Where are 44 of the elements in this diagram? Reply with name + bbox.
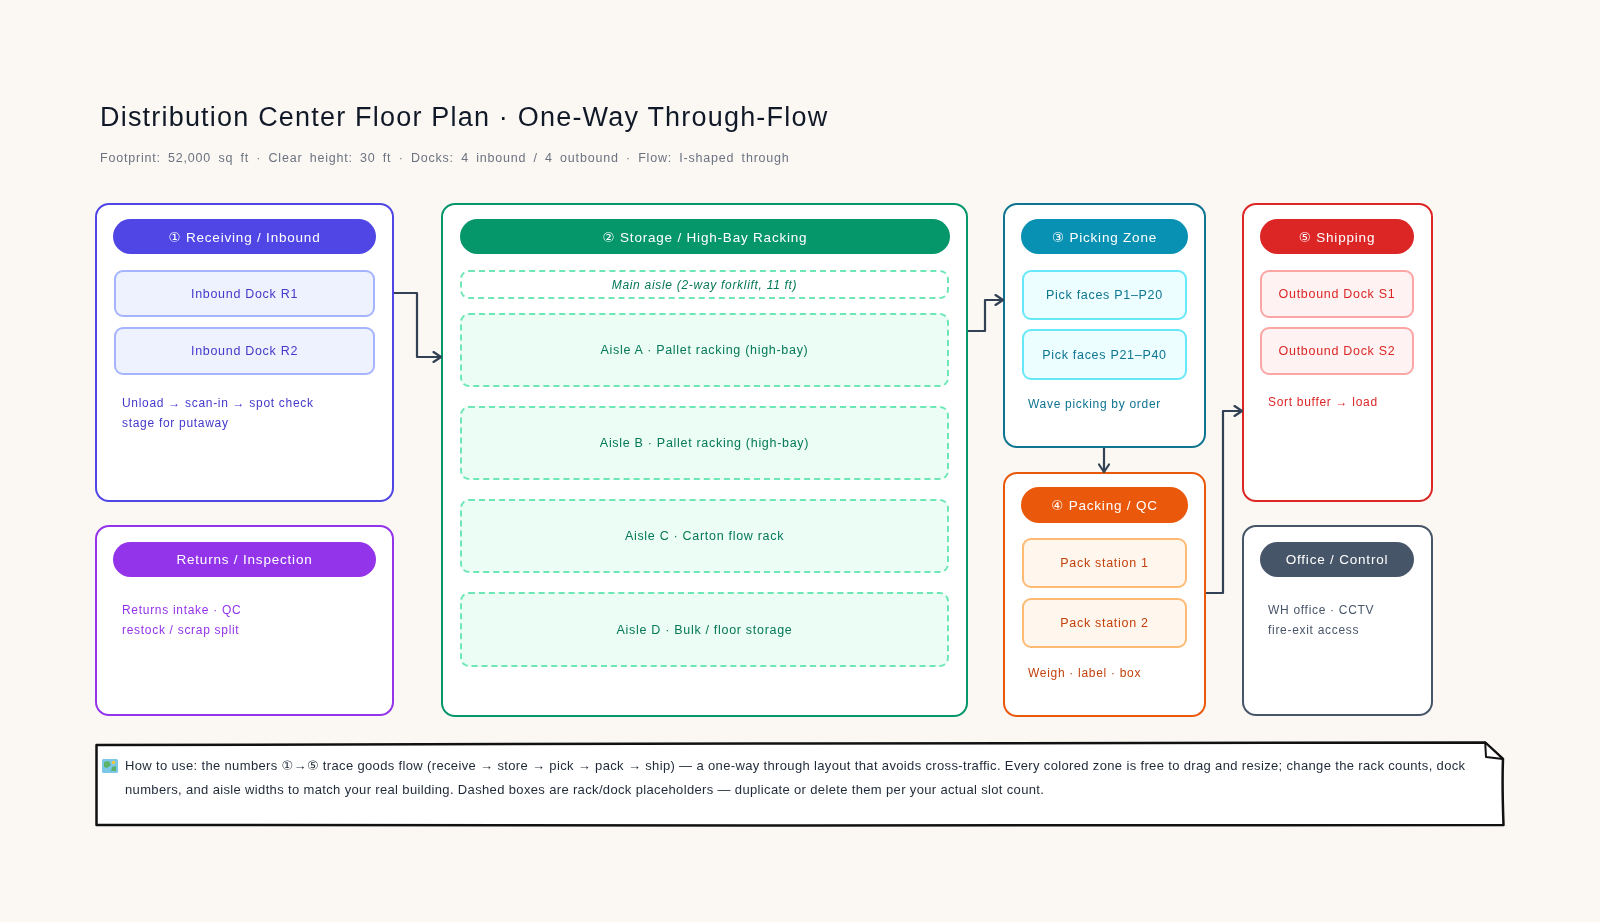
plan-summary: Footprint: 52,000 sq ft · Clear height: 30 ft · Docks: 4 inbound / 4 outbound · Flow: I-shaped through xyxy=(100,150,790,166)
zone-panel xyxy=(1242,525,1433,716)
zone-panel xyxy=(95,203,394,502)
zone-note: stage for putaway xyxy=(122,415,229,432)
pack-station: Pack station 1 xyxy=(1022,538,1187,588)
zone-header: ⑤ Shipping xyxy=(1260,219,1414,254)
zone-panel xyxy=(1003,203,1206,448)
flow-arrow xyxy=(1097,448,1111,474)
rack-aisle-area: Aisle B · Pallet racking (high-bay) xyxy=(460,406,949,480)
zone-note: Returns intake · QC xyxy=(122,602,242,619)
zone-note: WH office · CCTV xyxy=(1268,602,1375,619)
rack-aisle-area: Aisle D · Bulk / floor storage xyxy=(460,592,949,667)
zone-header: ② Storage / High-Bay Racking xyxy=(460,219,950,254)
zone-header: ③ Picking Zone xyxy=(1021,219,1188,254)
zone-panel xyxy=(1242,203,1433,502)
pick-face-slot: Pick faces P1–P20 xyxy=(1022,270,1187,320)
pick-face-slot: Pick faces P21–P40 xyxy=(1022,329,1187,380)
flow-arrow xyxy=(1206,404,1244,595)
zone-note: fire-exit access xyxy=(1268,622,1360,639)
dock-slot: Outbound Dock S2 xyxy=(1260,327,1414,375)
zone-note: restock / scrap split xyxy=(122,622,240,639)
dock-slot: Inbound Dock R1 xyxy=(114,270,375,317)
zone-header: ④ Packing / QC xyxy=(1021,487,1188,523)
zone-note: Weigh · label · box xyxy=(1028,665,1142,682)
zone-note: Wave picking by order xyxy=(1028,396,1161,413)
zone-header: ① Receiving / Inbound xyxy=(113,219,376,254)
diagram-title: Distribution Center Floor Plan · One-Way Through-Flow xyxy=(100,101,829,134)
zone-panel xyxy=(441,203,968,717)
dock-slot: Inbound Dock R2 xyxy=(114,327,375,375)
flow-arrow xyxy=(394,291,443,364)
zone-header: Returns / Inspection xyxy=(113,542,376,577)
instructions-text: How to use: the numbers ①→⑤ trace goods flow (receive → store → pick → pack → ship) — a one-way through layout that avoids cross-traffic. Every colored zone is free to drag and resize; change the rack counts, dock numbers, and aisle widths to match your real building. Dashed boxes are rack/dock placeholders — duplicate or delete them per your actual slot count. xyxy=(125,757,1467,799)
rack-aisle-area: Aisle A · Pallet racking (high-bay) xyxy=(460,313,949,387)
zone-header: Office / Control xyxy=(1260,542,1414,577)
rack-aisle-area: Aisle C · Carton flow rack xyxy=(460,499,949,573)
dock-slot: Outbound Dock S1 xyxy=(1260,270,1414,318)
pack-station: Pack station 2 xyxy=(1022,598,1187,648)
zone-note: Unload → scan-in → spot check xyxy=(122,395,314,412)
flow-arrow xyxy=(968,293,1005,333)
zone-panel xyxy=(1003,472,1206,717)
main-aisle-lane: Main aisle (2-way forklift, 11 ft) xyxy=(460,270,949,299)
zone-note: Sort buffer → load xyxy=(1268,394,1378,411)
zone-panel xyxy=(95,525,394,716)
note-card xyxy=(95,741,1505,827)
